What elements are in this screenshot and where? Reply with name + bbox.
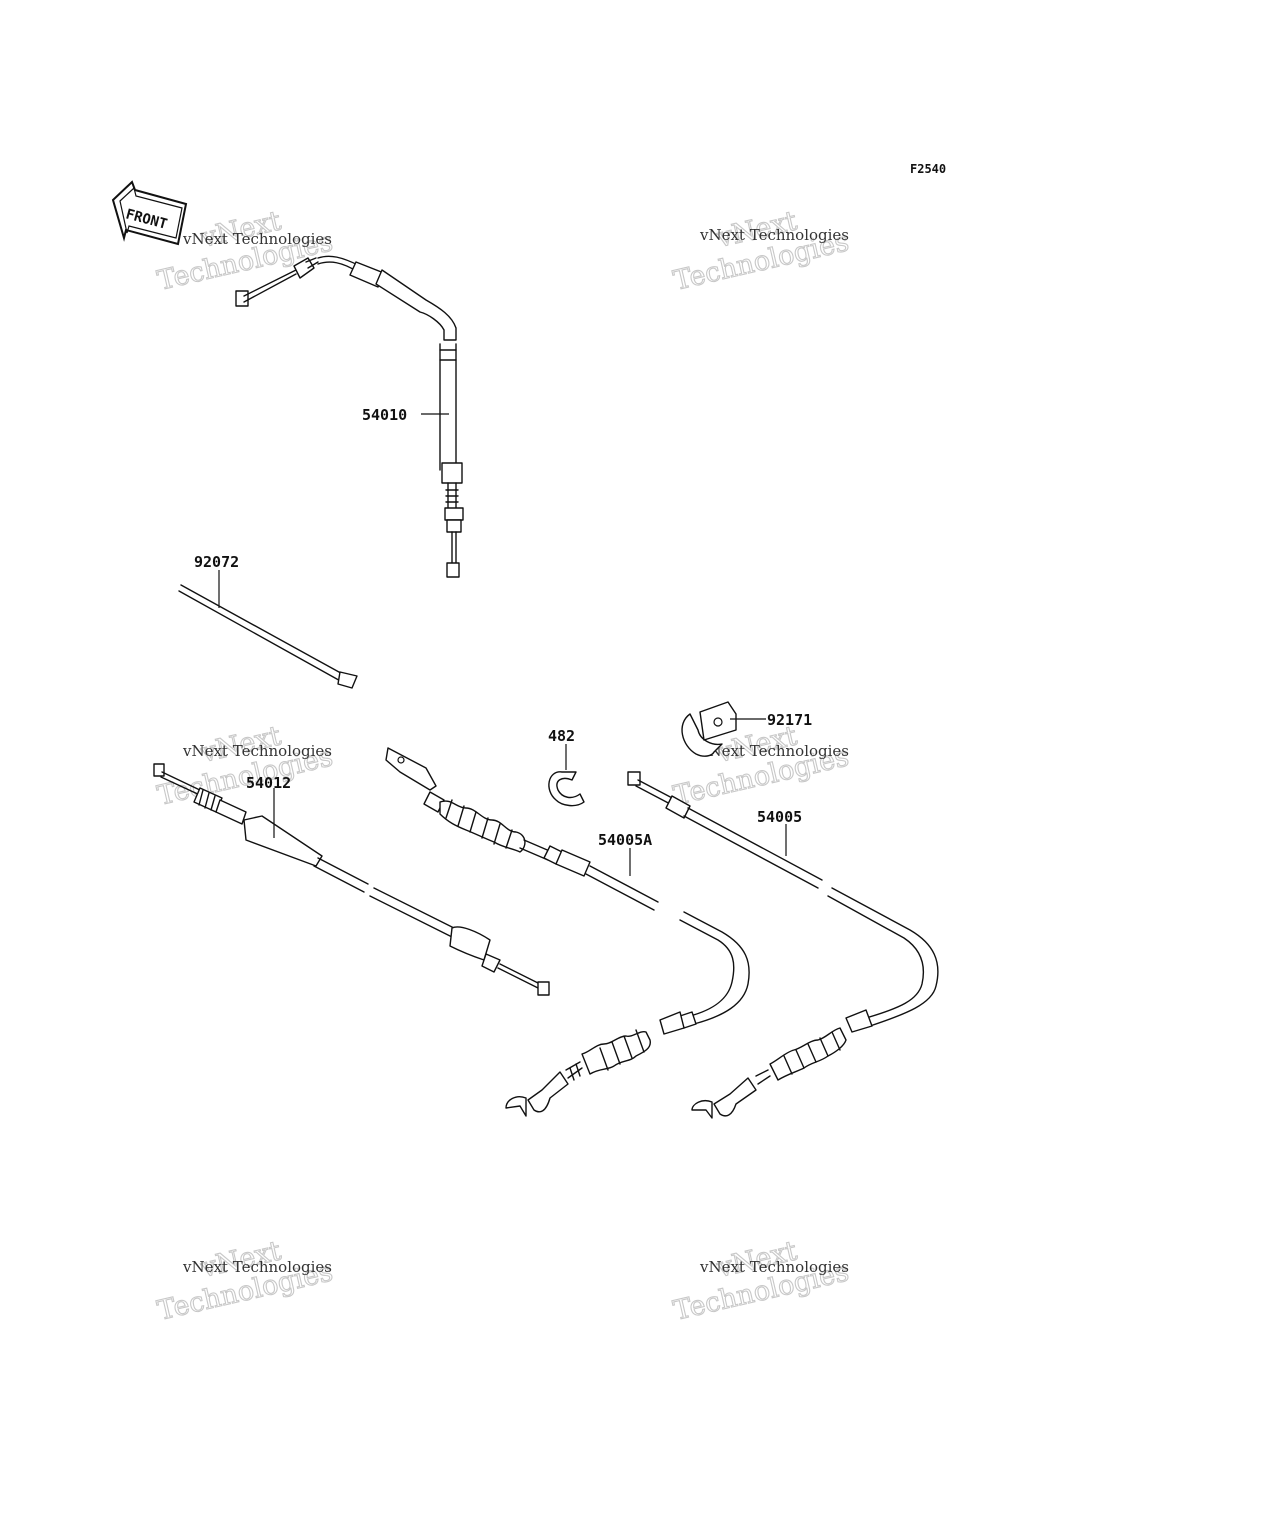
tie-92072: [178, 570, 358, 689]
watermark-small: vNext Technologies: [699, 226, 849, 244]
watermark-small: vNext Technologies: [182, 1258, 332, 1276]
cable-54005A: [385, 747, 750, 1117]
watermark-small: vNext Technologies: [699, 742, 849, 760]
watermark-small: vNext Technologies: [182, 230, 332, 248]
watermark-group: vNext Technologies vNext Technologies vN…: [154, 205, 852, 1327]
cable-54012: [153, 763, 550, 996]
part-label-54012: 54012: [246, 774, 291, 792]
part-label-482: 482: [548, 727, 575, 745]
cable-54010: [235, 255, 464, 578]
part-label-54005A: 54005A: [598, 831, 652, 849]
watermark-small: vNext Technologies: [182, 742, 332, 760]
part-label-92072: 92072: [194, 553, 239, 571]
figure-code: F2540: [910, 162, 946, 176]
part-label-92171: 92171: [767, 711, 812, 729]
part-label-54010: 54010: [362, 406, 407, 424]
part-label-54005: 54005: [757, 808, 802, 826]
clip-482: [548, 744, 585, 807]
clamp-92171: [681, 701, 766, 757]
front-arrow-icon: FRONT: [111, 180, 188, 246]
cable-54005: [627, 771, 939, 1119]
watermark-small: vNext Technologies: [699, 1258, 849, 1276]
